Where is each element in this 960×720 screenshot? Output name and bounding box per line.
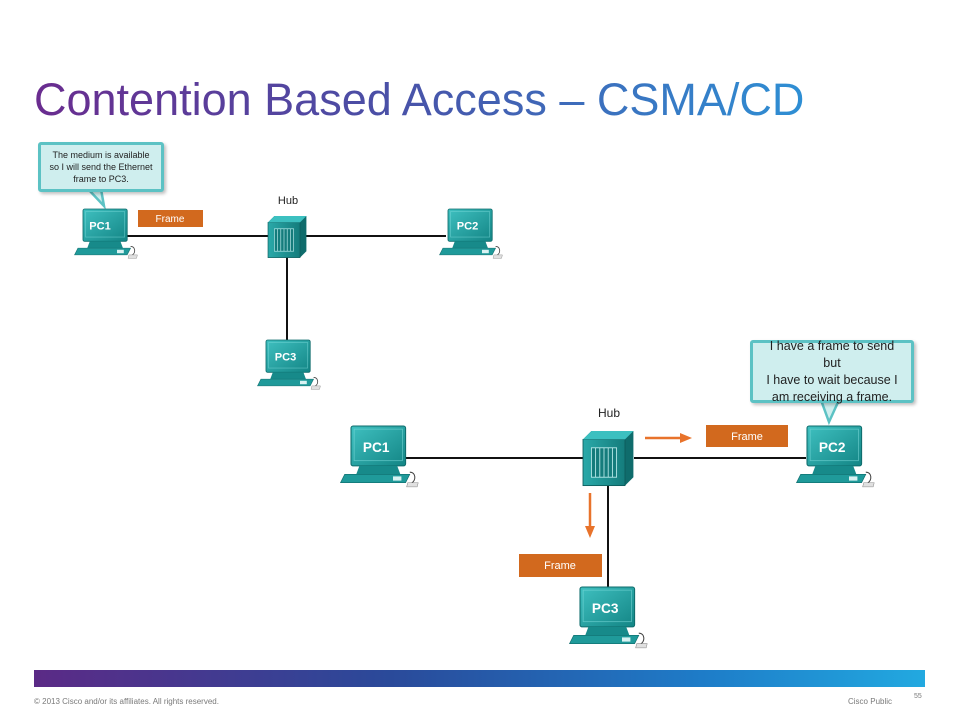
pc3-top: PC3 [257,339,321,390]
pc1-top: PC1 [74,208,138,259]
hub-bottom-label: Hub [598,406,620,420]
bottom-diagram: PC1 PC2 PC3 Hub Frame Frame [339,398,875,649]
hub-top [267,215,307,259]
pc3-bottom-label: PC3 [592,601,619,616]
pc1-speech-callout: The medium is available so I will send t… [38,142,164,192]
arrow-down-icon [585,493,595,538]
frame-down [519,554,602,577]
frame-top-label: Frame [156,214,185,225]
pc1-bottom: PC1 [339,425,419,488]
footer-gradient-bar [34,670,925,687]
pc2-callout-text: I have a frame to send but I have to wai… [766,338,898,404]
copyright-text: © 2013 Cisco and/or its affiliates. All … [34,697,219,706]
pc3-bottom: PC3 [568,586,648,649]
hub-bottom [582,430,634,487]
pc1-bottom-label: PC1 [363,440,390,455]
pc2-top: PC2 [439,208,503,259]
pc2-top-label: PC2 [457,220,479,232]
pc2-bottom: PC2 [795,425,875,488]
arrow-right-icon [645,433,692,443]
pc1-callout-text: The medium is available so I will send t… [49,150,153,184]
frame-right-label: Frame [731,431,763,443]
classification-text: Cisco Public [848,697,893,706]
pc1-top-label: PC1 [89,220,111,232]
page-number: 55 [914,693,922,700]
frame-right [706,425,788,447]
pc3-top-label: PC3 [275,351,297,363]
pc2-bottom-label: PC2 [819,440,846,455]
hub-top-label: Hub [278,195,298,207]
frame-down-label: Frame [544,560,576,572]
frame-top [138,210,203,227]
pc2-speech-callout: I have a frame to send but I have to wai… [750,338,914,404]
slide-title: Contention Based Access – CSMA/CD [34,72,804,128]
top-diagram: PC1 PC2 PC3 Hub Frame [74,187,503,390]
